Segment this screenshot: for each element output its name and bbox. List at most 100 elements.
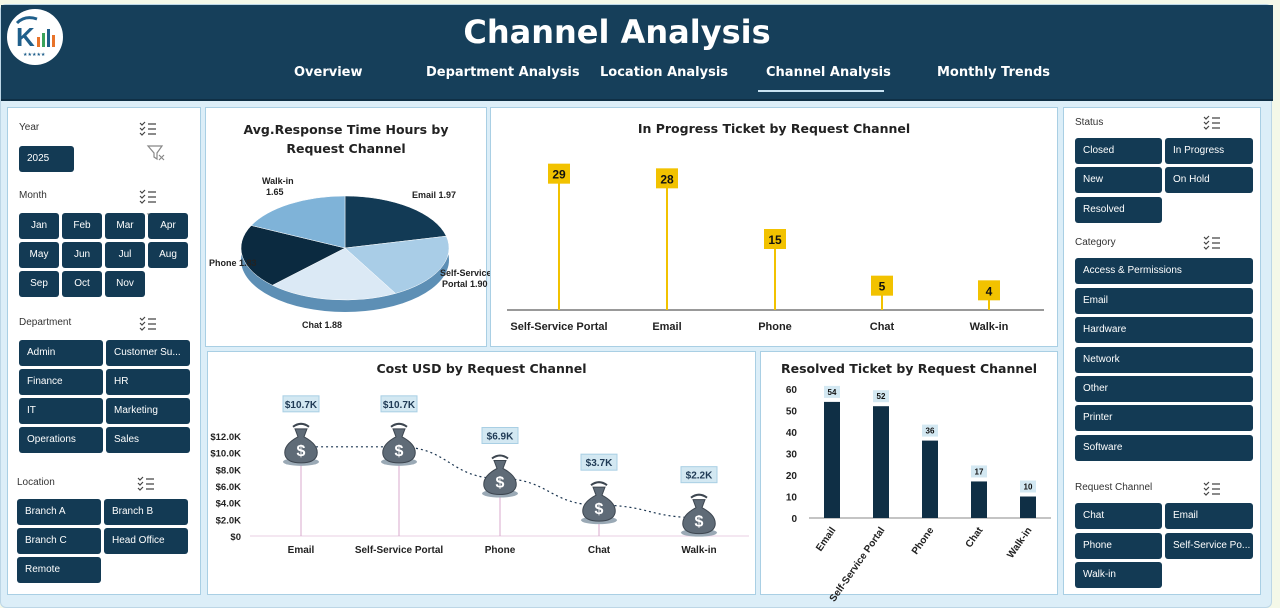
lollipop-head xyxy=(548,163,570,184)
multi-select-icon[interactable] xyxy=(1202,115,1222,136)
chart-title: Cost USD by Request Channel xyxy=(376,361,587,376)
category-network-button[interactable]: Network xyxy=(1075,347,1253,373)
location-head-office-button[interactable]: Head Office xyxy=(104,528,188,554)
pie-data-label: Phone 1.83 xyxy=(209,258,257,268)
status-on-hold-button[interactable]: On Hold xyxy=(1165,167,1253,193)
x-tick-label: Email xyxy=(288,545,315,556)
category-other-button[interactable]: Other xyxy=(1075,376,1253,402)
tab-channel-analysis[interactable]: Channel Analysis xyxy=(766,65,891,80)
clear-filter-icon[interactable] xyxy=(138,145,166,167)
month-jul-button[interactable]: Jul xyxy=(105,242,145,268)
pie-data-label: Self-Service xyxy=(440,268,492,278)
department-admin-button[interactable]: Admin xyxy=(19,340,103,366)
page-title: Channel Analysis xyxy=(463,13,771,51)
department-marketing-button[interactable]: Marketing xyxy=(106,398,190,424)
month-apr-button[interactable]: Apr xyxy=(148,213,188,239)
x-tick-label: Self-Service Portal xyxy=(828,525,888,604)
category-slicer-title: Category xyxy=(1075,237,1116,248)
category-slicer-controls xyxy=(1202,232,1252,275)
svg-text:K: K xyxy=(16,22,35,52)
location-branch-c-button[interactable]: Branch C xyxy=(17,528,101,554)
category-hardware-button[interactable]: Hardware xyxy=(1075,317,1253,343)
tab-location-analysis[interactable]: Location Analysis xyxy=(600,65,729,80)
tab-department-analysis[interactable]: Department Analysis xyxy=(426,65,580,80)
year-slicer-controls xyxy=(138,118,188,161)
month-may-button[interactable]: May xyxy=(19,242,59,268)
category-email-button[interactable]: Email xyxy=(1075,288,1253,314)
department-slicer-controls xyxy=(138,313,188,356)
month-feb-button[interactable]: Feb xyxy=(62,213,102,239)
data-label-box xyxy=(282,395,320,413)
location-branch-a-button[interactable]: Branch A xyxy=(17,499,101,525)
department-operations-button[interactable]: Operations xyxy=(19,427,103,453)
pie-data-label: Walk-in xyxy=(262,176,294,186)
bar xyxy=(873,406,889,518)
data-label: 54 xyxy=(828,388,837,397)
tab-monthly-trends[interactable]: Monthly Trends xyxy=(937,65,1051,80)
department-it-button[interactable]: IT xyxy=(19,398,103,424)
data-label: 5 xyxy=(879,280,886,294)
month-jun-button[interactable]: Jun xyxy=(62,242,102,268)
multi-select-icon[interactable] xyxy=(136,476,156,497)
x-tick-label: Email xyxy=(814,525,838,553)
status-in-progress-button[interactable]: In Progress xyxy=(1165,138,1253,164)
data-label: 36 xyxy=(926,427,935,436)
channel-chat-button[interactable]: Chat xyxy=(1075,503,1162,529)
status-closed-button[interactable]: Closed xyxy=(1075,138,1162,164)
money-bag-body xyxy=(483,460,517,496)
dollar-sign: $ xyxy=(297,443,306,460)
money-bag-body xyxy=(382,428,416,464)
chart-title: Avg.Response Time Hours by Request Chann… xyxy=(206,120,486,158)
multi-select-icon[interactable] xyxy=(138,121,158,142)
money-bag-body xyxy=(284,428,318,464)
month-sep-button[interactable]: Sep xyxy=(19,271,59,297)
dollar-sign: $ xyxy=(395,443,404,460)
month-slicer-controls xyxy=(138,186,188,229)
channel-self-service-portal-button[interactable]: Self-Service Po... xyxy=(1165,533,1253,559)
month-jan-button[interactable]: Jan xyxy=(19,213,59,239)
location-branch-b-button[interactable]: Branch B xyxy=(104,499,188,525)
month-mar-button[interactable]: Mar xyxy=(105,213,145,239)
multi-select-icon[interactable] xyxy=(138,316,158,337)
category-software-button[interactable]: Software xyxy=(1075,435,1253,461)
x-tick-label: Walk-in xyxy=(970,321,1009,333)
bar xyxy=(824,401,840,518)
chart-title-line-1: Avg.Response Time Hours by xyxy=(243,122,449,137)
pie-data-label: Email 1.97 xyxy=(412,190,456,200)
y-tick-label: 50 xyxy=(786,407,798,418)
status-resolved-button[interactable]: Resolved xyxy=(1075,197,1162,223)
money-bag-icon: $ xyxy=(283,422,319,466)
status-slicer-controls xyxy=(1202,112,1252,155)
avg-response-time-chart: Avg.Response Time Hours by Request Chann… xyxy=(205,107,492,347)
status-slicer-title: Status xyxy=(1075,117,1104,128)
department-hr-button[interactable]: HR xyxy=(106,369,190,395)
dollar-sign: $ xyxy=(595,501,604,518)
status-new-button[interactable]: New xyxy=(1075,167,1162,193)
multi-select-icon[interactable] xyxy=(138,189,158,210)
channel-phone-button[interactable]: Phone xyxy=(1075,533,1162,559)
lollipop-head xyxy=(656,168,678,189)
department-finance-button[interactable]: Finance xyxy=(19,369,103,395)
location-remote-button[interactable]: Remote xyxy=(17,557,101,583)
tab-overview[interactable]: Overview xyxy=(294,65,363,80)
multi-select-icon[interactable] xyxy=(1202,481,1222,502)
pie-slice-email xyxy=(344,195,447,249)
month-aug-button[interactable]: Aug xyxy=(148,242,188,268)
department-customer-support-button[interactable]: Customer Su... xyxy=(106,340,190,366)
channel-walk-in-button[interactable]: Walk-in xyxy=(1075,562,1162,588)
category-printer-button[interactable]: Printer xyxy=(1075,405,1253,431)
month-nov-button[interactable]: Nov xyxy=(105,271,145,297)
multi-select-icon[interactable] xyxy=(1202,235,1222,256)
channel-email-button[interactable]: Email xyxy=(1165,503,1253,529)
data-label-box xyxy=(824,385,840,398)
month-oct-button[interactable]: Oct xyxy=(62,271,102,297)
y-tick-label: $8.0K xyxy=(216,465,241,476)
data-label: 29 xyxy=(552,168,566,182)
year-2025-button[interactable]: 2025 xyxy=(19,146,74,172)
location-slicer-title: Location xyxy=(17,477,55,488)
cost-chart-svg: $0$2.0K$4.0K$6.0K$8.0K$10.0K$12.0K$$10.7… xyxy=(210,395,749,556)
category-access-permissions-button[interactable]: Access & Permissions xyxy=(1075,258,1253,284)
pie-slice-self-service-portal xyxy=(344,235,450,294)
department-sales-button[interactable]: Sales xyxy=(106,427,190,453)
